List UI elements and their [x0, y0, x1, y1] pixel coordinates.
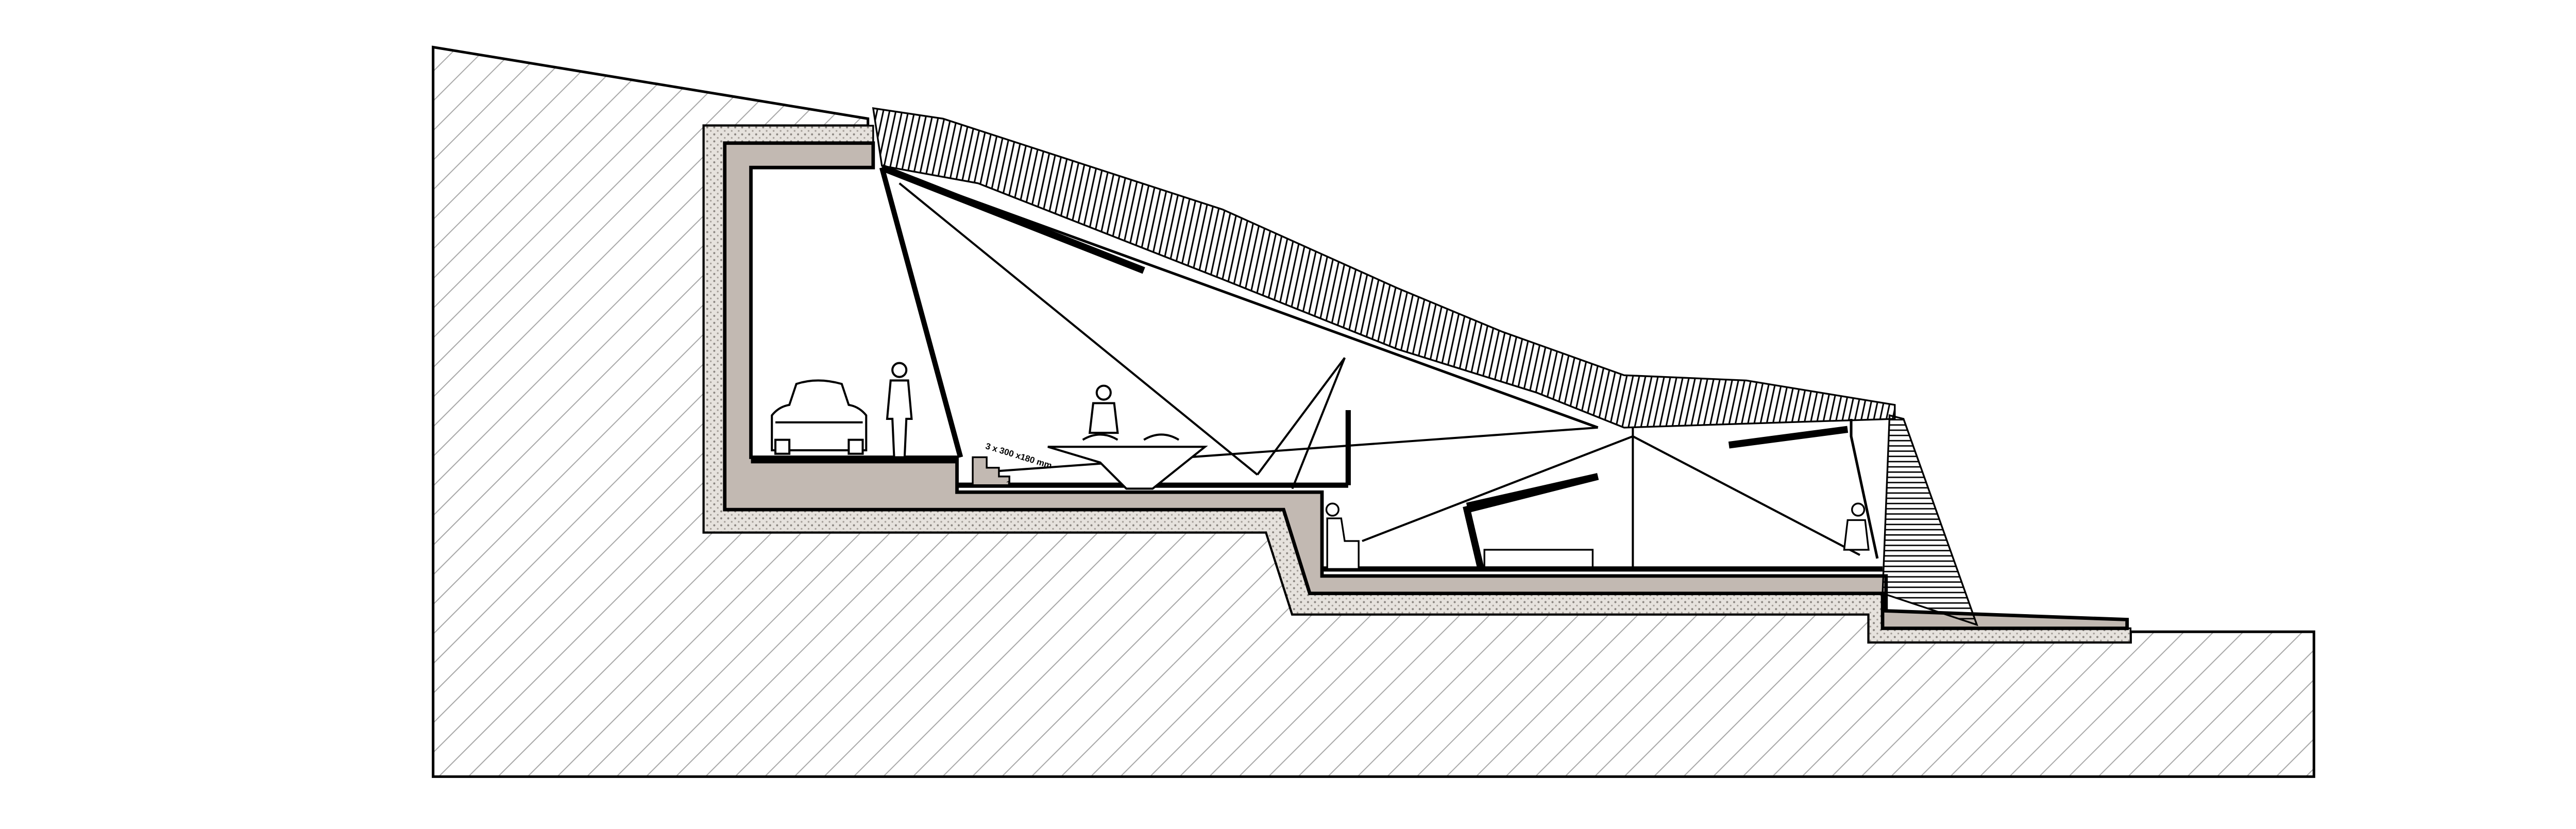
lower-glass — [1362, 435, 1860, 556]
person-icon — [886, 362, 913, 459]
seated-person-icon — [1325, 502, 1360, 570]
stair-spec-label: 3 x 300 x180 mm — [985, 441, 1053, 470]
canopy-beam — [1728, 426, 1849, 449]
stairs — [972, 456, 1010, 486]
glass-roof — [881, 166, 1599, 429]
interior-beam — [1463, 473, 1599, 570]
glass-frame-left — [879, 166, 963, 458]
dining-table — [1047, 433, 1208, 490]
car-icon — [771, 379, 868, 455]
stair-number-label: 1 — [1006, 479, 1010, 489]
roof-cladding — [872, 107, 1896, 429]
facade-louvres — [1882, 414, 1978, 627]
truss-1 — [899, 182, 1258, 476]
lower-glass-frame — [1850, 418, 1879, 559]
sofa — [1483, 549, 1594, 568]
truss-2 — [1256, 357, 1346, 489]
seated-person-icon — [1843, 502, 1870, 551]
person-icon — [1088, 384, 1119, 434]
truss-3 — [995, 426, 1598, 472]
